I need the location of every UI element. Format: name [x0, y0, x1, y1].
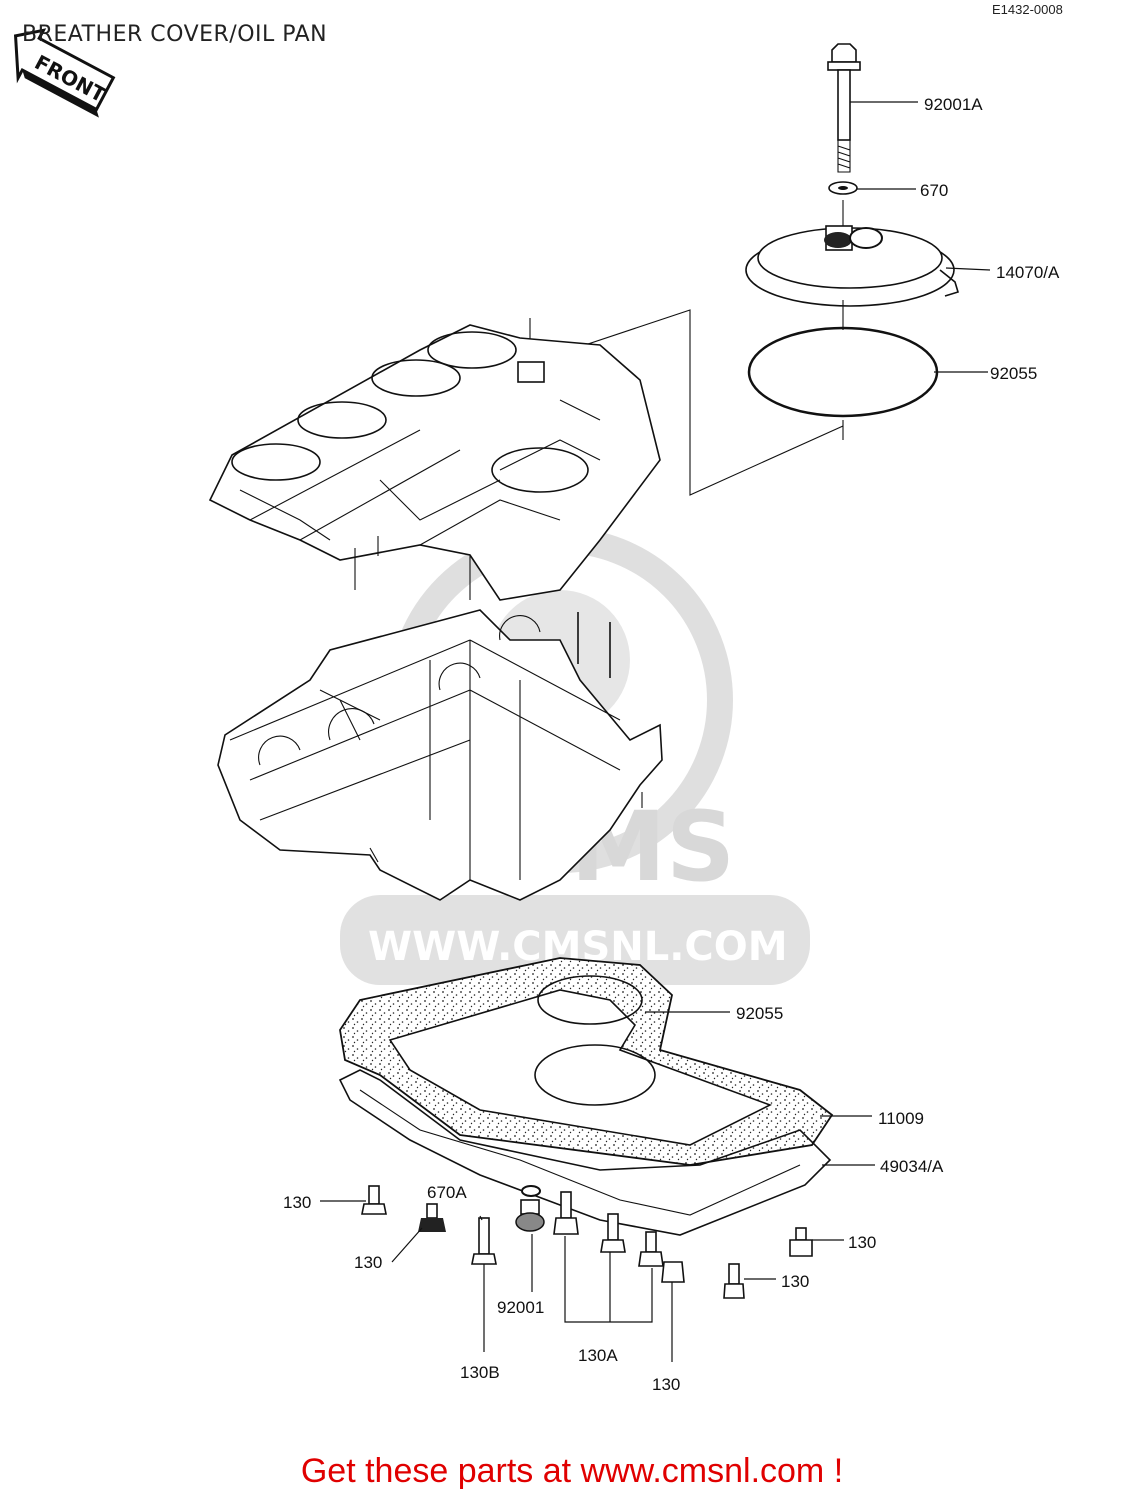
bolt-130-bottom-icon: [661, 1261, 685, 1283]
label-130-left2: 130: [354, 1253, 382, 1272]
label-92055-top: 92055: [990, 364, 1037, 383]
drain-plug-92001-icon: [515, 1199, 545, 1232]
label-130-right: 130: [848, 1233, 876, 1252]
leader-lines: [320, 101, 991, 1362]
label-670a: 670A: [427, 1183, 467, 1202]
label-92055-pan: 92055: [736, 1004, 783, 1023]
label-14070a: 14070/A: [996, 263, 1060, 282]
bolt-130b-icon: [471, 1217, 497, 1265]
lower-crankcase-icon: [217, 609, 663, 901]
oil-pan-icon: [338, 1069, 832, 1236]
label-130-left: 130: [283, 1193, 311, 1212]
parts-link-banner[interactable]: Get these parts at www.cmsnl.com !: [300, 1452, 844, 1490]
upper-crankcase-icon: [208, 324, 661, 601]
label-130b: 130B: [460, 1363, 500, 1382]
o-ring-92055-top-icon: [747, 326, 939, 418]
label-670: 670: [920, 181, 948, 200]
bolt-130-left2-icon: [418, 1203, 446, 1232]
breather-cover-icon: [745, 225, 959, 307]
bolt-92001a-icon: [827, 43, 861, 173]
label-130-bottom: 130: [652, 1375, 680, 1394]
front-arrow-icon: FRONT: [13, 28, 116, 118]
diagram-reference: E1432-0008: [992, 2, 1063, 17]
label-130-right2: 130: [781, 1272, 809, 1291]
oil-pan-gasket-icon: [339, 957, 834, 1166]
label-92001: 92001: [497, 1298, 544, 1317]
label-49034a: 49034/A: [880, 1157, 944, 1176]
label-92001a: 92001A: [924, 95, 983, 114]
bolt-130-right-icon: [789, 1227, 813, 1257]
bolt-130-left-icon: [361, 1185, 387, 1215]
bolt-130a-icon: [553, 1191, 664, 1267]
washer-670a-icon: [521, 1185, 541, 1197]
bolt-130-right2-icon: [723, 1263, 745, 1299]
label-11009: 11009: [878, 1109, 924, 1128]
label-130a: 130A: [578, 1346, 618, 1365]
page-title: BREATHER COVER/OIL PAN: [22, 22, 328, 47]
washer-670-icon: [828, 181, 858, 195]
